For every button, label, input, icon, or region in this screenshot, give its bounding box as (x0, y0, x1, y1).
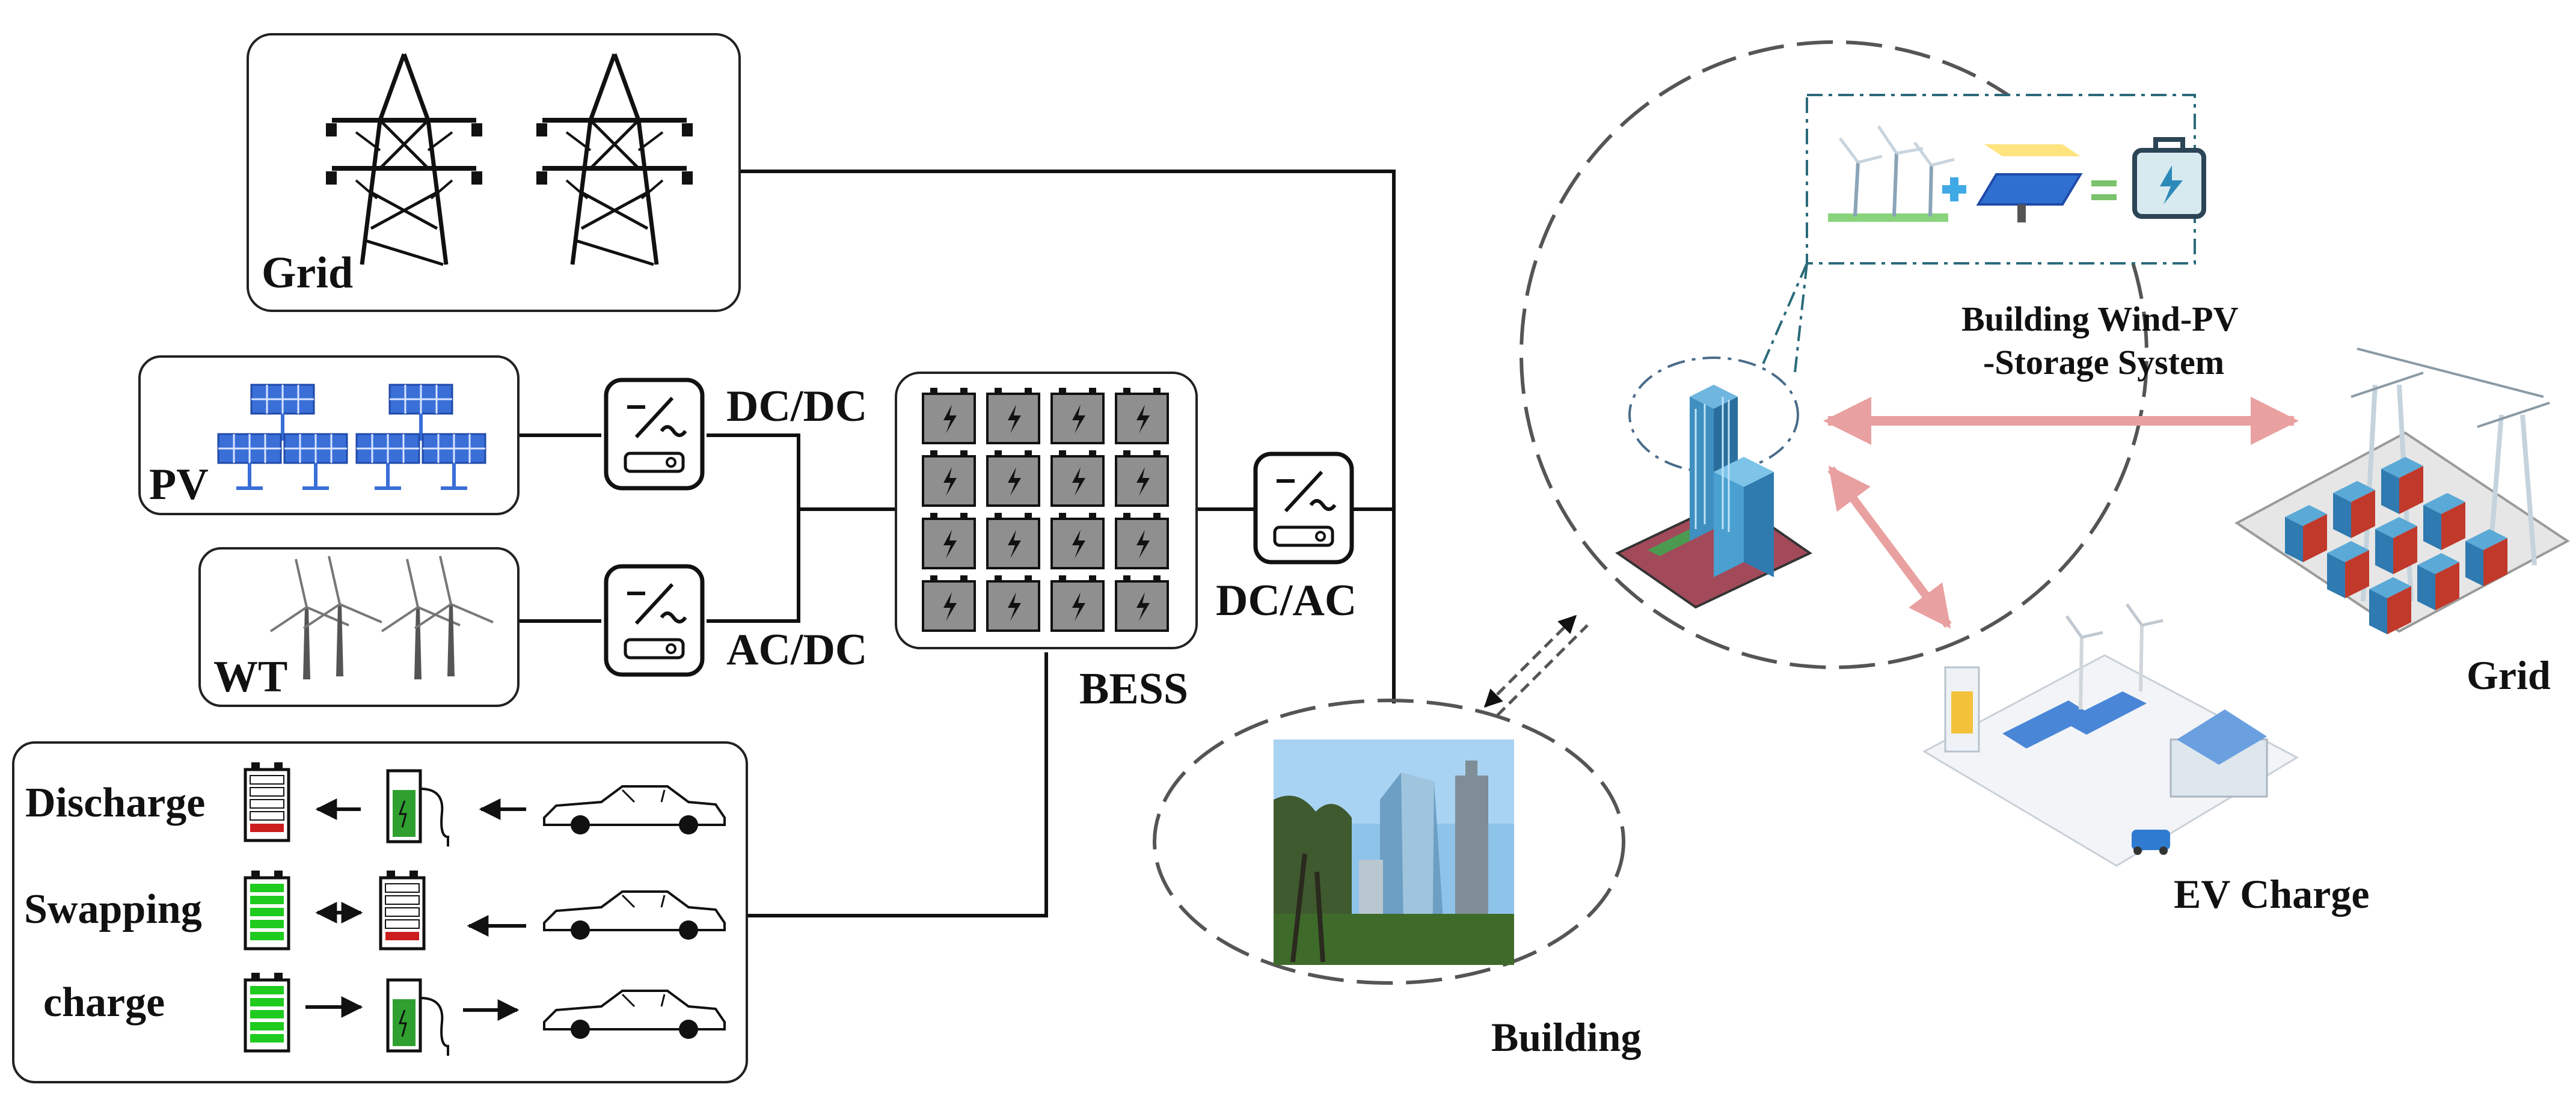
dc-ac-converter-icon (1256, 454, 1352, 562)
substation-icon (2234, 347, 2570, 634)
battery-cell-icon (986, 449, 1040, 507)
battery-cell-icon (1050, 574, 1105, 632)
building-ellipse (1153, 699, 1625, 985)
wind-pv-storage-inset (1806, 94, 2206, 265)
battery-cell-icon (922, 574, 976, 632)
ev-operations-box: Discharge Swapping charge (12, 741, 748, 1083)
grid-left-box: Grid (247, 33, 741, 312)
wt-box: WT (198, 547, 520, 707)
solar-panel-icon (1976, 144, 2083, 222)
dc-dc-label: DC/DC (726, 382, 867, 431)
transformer-icon (2423, 493, 2465, 550)
transformer-icon (2381, 457, 2423, 514)
battery-cell-icon (1050, 449, 1105, 507)
wires (517, 170, 1396, 917)
pv-box: PV (138, 355, 520, 515)
dc-dc-converter-icon (606, 380, 702, 488)
battery-cell-icon (986, 512, 1040, 569)
building-system-label-line1: Building Wind-PV (1961, 299, 2239, 338)
inset-connector (1761, 263, 1808, 373)
transformer-icon (2375, 517, 2417, 574)
bess-box: BESS (895, 372, 1198, 714)
discharge-label: Discharge (25, 780, 205, 826)
transformer-icon (2285, 505, 2327, 562)
wind-turbine-icon (1828, 125, 1955, 222)
building-ev-arrow (1827, 465, 1952, 629)
battery-cell-icon (986, 387, 1040, 444)
charge-label: charge (43, 979, 165, 1026)
battery-cell-icon (1115, 449, 1169, 507)
battery-cell-icon (922, 387, 976, 444)
transformer-icon (2465, 529, 2507, 586)
bess-label: BESS (1079, 664, 1188, 714)
building-system-label-line2: -Storage System (1983, 343, 2224, 382)
battery-cell-icon (1115, 574, 1169, 632)
building-label: Building (1491, 1014, 1642, 1060)
ac-dc-label: AC/DC (726, 625, 867, 675)
ev-charge-station-icon (1922, 603, 2299, 867)
battery-cell-icon (922, 449, 976, 507)
battery-icon (245, 762, 289, 840)
transformer-icon (2327, 541, 2369, 598)
building-icon (1615, 385, 1812, 609)
transformer-icon (2333, 481, 2375, 538)
ev-charge-label: EV Charge (2174, 871, 2370, 917)
transformer-icon (2369, 577, 2411, 634)
battery-cell-icon (922, 512, 976, 569)
pv-label: PV (149, 460, 209, 509)
battery-cell-icon (986, 574, 1040, 632)
grid-right-label: Grid (2467, 652, 2551, 698)
swapping-label: Swapping (24, 886, 202, 932)
battery-cell-icon (1115, 512, 1169, 569)
battery-icon (381, 871, 424, 949)
battery-cell-icon (1050, 387, 1105, 444)
transformer-icon (2417, 553, 2459, 610)
battery-cell-icon (1115, 387, 1169, 444)
battery-icon (2132, 137, 2206, 219)
battery-icon (245, 973, 289, 1051)
building-photo (1274, 739, 1514, 965)
building-system-link-arrow (1483, 614, 1589, 717)
battery-cell-icon (1050, 512, 1105, 569)
grid-left-label: Grid (262, 248, 353, 298)
dc-ac-label: DC/AC (1216, 576, 1357, 625)
battery-icon (245, 871, 289, 949)
ac-dc-converter-icon (606, 566, 702, 675)
wt-label: WT (213, 652, 287, 702)
